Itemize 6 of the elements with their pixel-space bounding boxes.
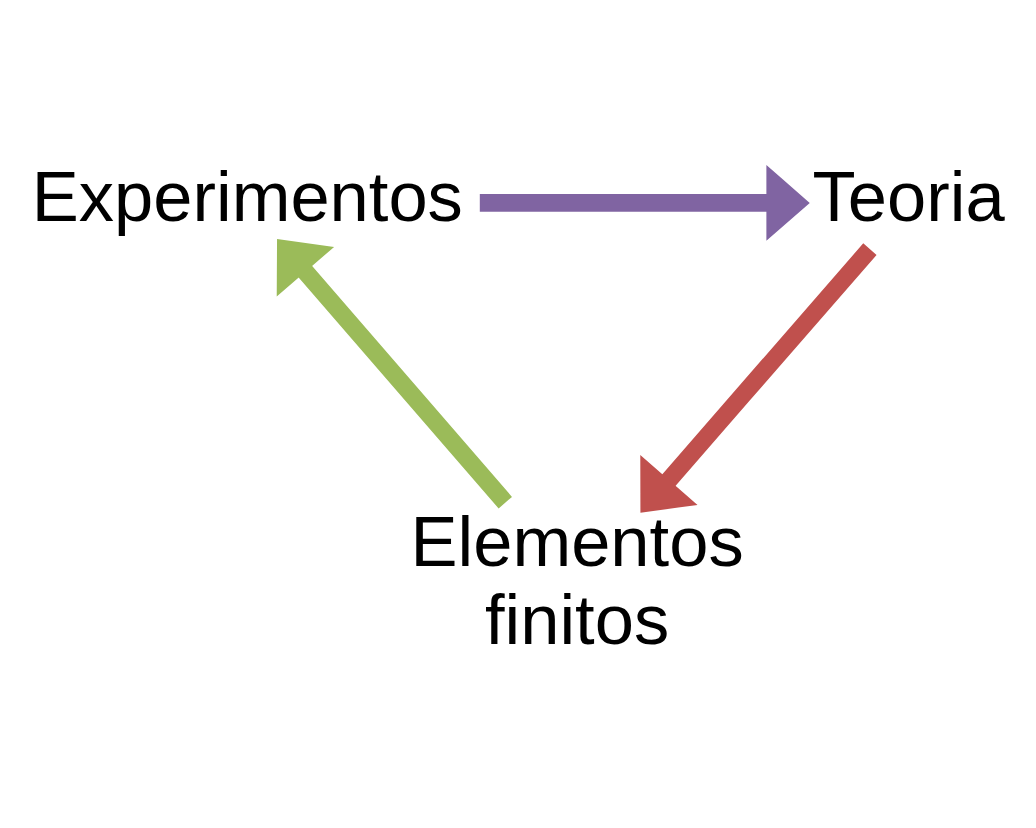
arrow (479, 164, 810, 241)
node-text: Experimentos (31, 156, 463, 236)
node-text: Teoria (812, 156, 1005, 236)
node-text: Elementos finitos (410, 501, 744, 659)
arrow (640, 242, 877, 513)
arrow (276, 238, 512, 508)
